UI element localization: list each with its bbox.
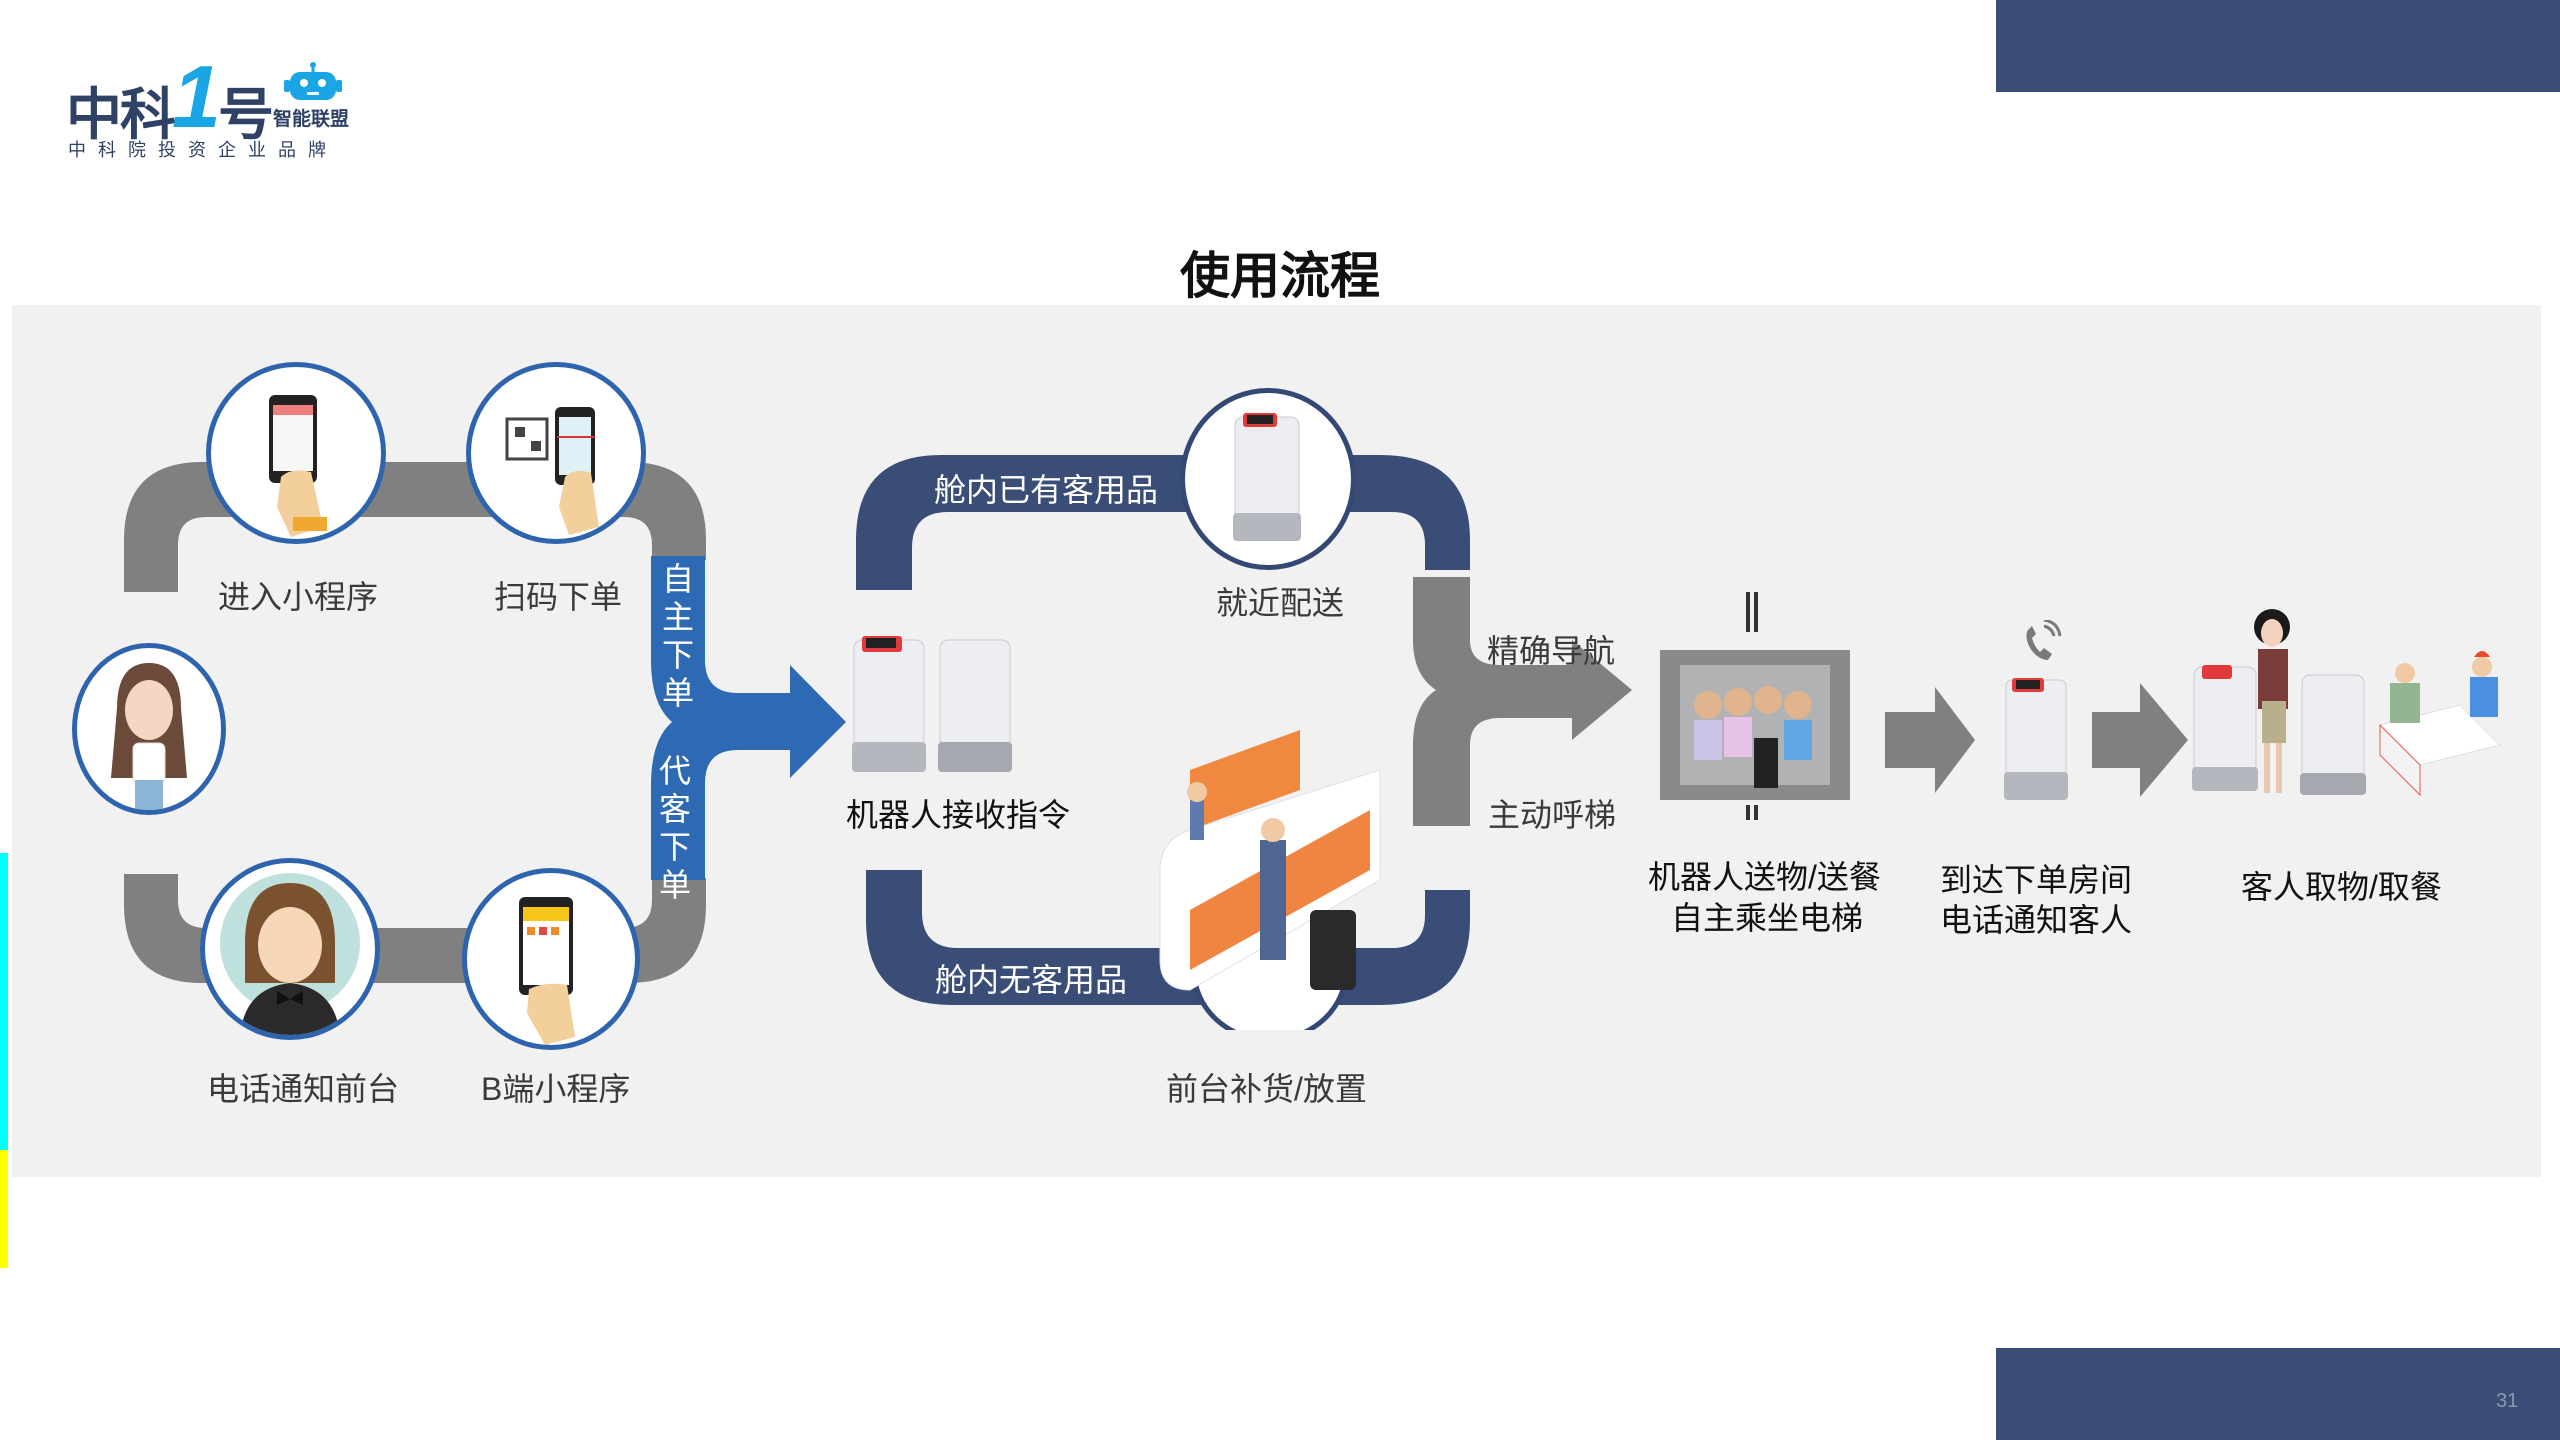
merge-arrow (651, 556, 846, 880)
step-label-scan-order: 扫码下单 (494, 579, 623, 615)
step-label-call-frontdesk: 电话通知前台 (207, 1071, 400, 1107)
navigation-label-precise: 精确导航 (1487, 633, 1616, 669)
front-desk-icon (1159, 730, 1381, 1030)
branch-bottom-step-label: 前台补货/放置 (1166, 1071, 1367, 1107)
navigation-label-call-elevator: 主动呼梯 (1488, 797, 1617, 833)
arrive-label-line2: 电话通知客人 (1940, 902, 2133, 938)
step-label-b-end-app: B端小程序 (481, 1071, 631, 1107)
b-end-app-phone-icon (519, 897, 575, 1045)
robot-icon (1233, 413, 1301, 541)
receive-label: 机器人接收指令 (846, 797, 1071, 833)
branch-top-circle (1180, 388, 1356, 570)
proxy-order-label: 代客下单 (655, 752, 695, 904)
step-circle-b-end-app (462, 868, 640, 1050)
elevator-icon (1660, 592, 1850, 820)
logo-alliance: 智能联盟 (273, 109, 350, 130)
elevator-label-line1: 机器人送物/送餐 (1648, 859, 1881, 895)
receptionist-avatar-icon (220, 873, 360, 1035)
logo-brand-number: 1 (172, 47, 221, 146)
guest-avatar (72, 643, 226, 815)
logo-brand-suffix: 号 (218, 83, 274, 146)
arrive-label-line1: 到达下单房间 (1940, 862, 2133, 898)
branch-top-path-label: 舱内已有客用品 (934, 472, 1159, 508)
edge-strip-cyan (0, 853, 8, 1150)
self-order-label: 自主下单 (658, 560, 698, 712)
step-label-mini-program: 进入小程序 (218, 579, 379, 615)
arrow-to-arrive (1885, 687, 1975, 793)
proxy-order-text: 代客下单 (658, 753, 691, 903)
footer-accent-bar (1996, 1348, 2560, 1440)
arrive-robot-icon (2004, 678, 2068, 800)
elevator-label-line2: 自主乘坐电梯 (1671, 900, 1864, 936)
qr-scan-phone-icon (505, 407, 599, 535)
page-title: 使用流程 (1180, 248, 1380, 304)
page-number: 31 (2496, 1390, 2519, 1412)
delivery-robots-icon (852, 636, 1012, 772)
guest-woman-avatar-icon (111, 663, 187, 810)
phone-ringing-icon (2026, 620, 2062, 660)
branch-top-step-label: 就近配送 (1216, 585, 1345, 621)
self-order-text: 自主下单 (661, 561, 694, 711)
guest-dining-icon (2192, 609, 2501, 797)
header-accent-bar (1996, 0, 2560, 92)
branch-bottom-path-label: 舱内无客用品 (935, 962, 1128, 998)
navigation-arrow (1413, 577, 1632, 826)
step-circle-mini-program (206, 362, 386, 544)
brand-logo: 中科 1 号 智能联盟 中科院投资企业品牌 (60, 40, 360, 165)
step-circle-scan-order (466, 362, 646, 544)
edge-strip-yellow (0, 1150, 8, 1268)
pickup-label: 客人取物/取餐 (2241, 869, 2442, 905)
phone-in-hand-icon (269, 395, 327, 537)
step-circle-call-frontdesk (200, 858, 380, 1040)
logo-tagline: 中科院投资企业品牌 (68, 140, 338, 160)
logo-brand-main: 中科 (66, 83, 176, 146)
arrow-to-pickup (2092, 683, 2188, 797)
robot-head-icon (284, 62, 342, 100)
